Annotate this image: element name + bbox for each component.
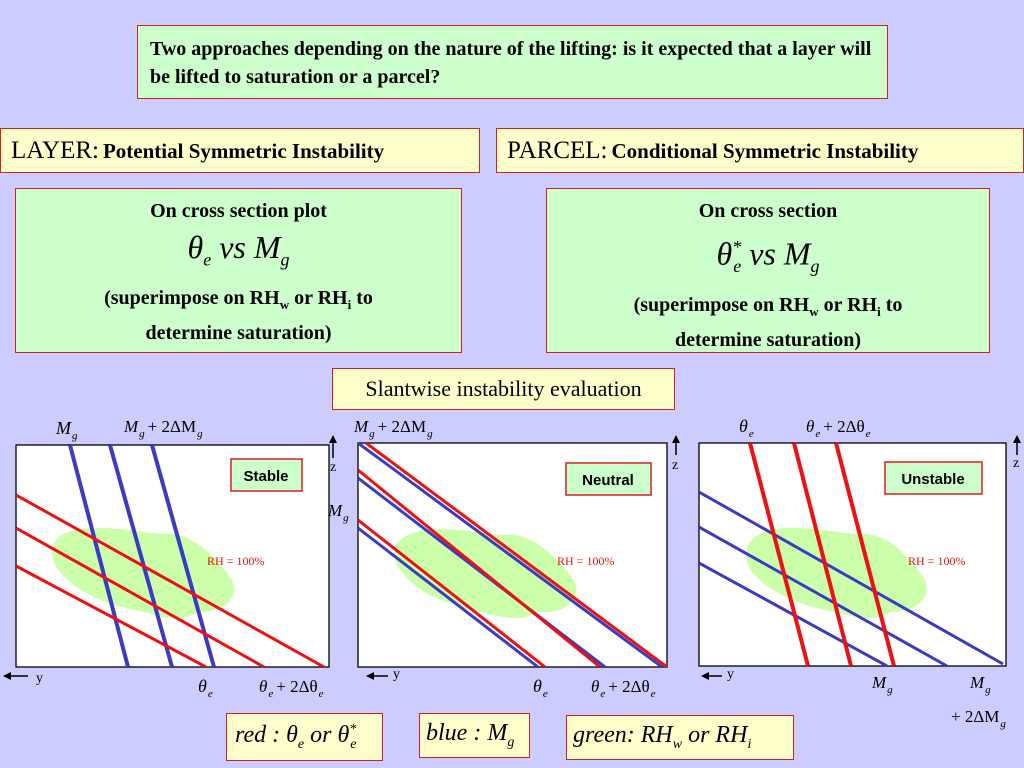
neutral-label-box: [565, 462, 652, 496]
rh-region: [394, 529, 576, 619]
z-axis-arrow-icon: [672, 435, 680, 443]
mg-line: [150, 445, 216, 667]
rh-region: [746, 527, 927, 619]
top-left-label: Mg: [55, 418, 78, 442]
parcel-header: PARCEL: Conditional Symmetric Instabilit…: [496, 128, 1024, 173]
stable-label-box: [230, 458, 303, 492]
bottom-a-label: θe: [198, 676, 213, 700]
theta-line: [748, 443, 810, 666]
y-label: y: [727, 667, 734, 682]
theta-line: [16, 526, 265, 667]
bottom-c-label: + 2ΔMg: [951, 707, 1006, 730]
bottom-b-label: Mg: [969, 673, 991, 696]
mg-line: [358, 526, 539, 667]
theta-line: [358, 518, 546, 667]
legend-blue: blue : Mg: [419, 713, 530, 758]
layer-prefix: LAYER:: [11, 137, 99, 164]
layer-header: LAYER: Potential Symmetric Instability: [0, 128, 480, 173]
question-box: Two approaches depending on the nature o…: [137, 25, 888, 99]
rh-label: RH = 100%: [557, 554, 614, 568]
unstable-label: Unstable: [901, 471, 964, 488]
theta-line: [365, 443, 667, 667]
parcel-title: Conditional Symmetric Instability: [611, 139, 919, 163]
panel-neutral: Neutral RH = 100% z y Mg+ 2ΔMg Mg θe θe+…: [327, 417, 680, 700]
top-mid-label: θe+ 2Δθe: [806, 417, 871, 440]
layer-note: (superimpose on RHw or RHi to: [104, 287, 373, 313]
bottom-b-label: θe+ 2Δθe: [259, 677, 324, 700]
bottom-a-label: θe: [533, 676, 548, 700]
evaluation-title-box: Slantwise instability evaluation: [332, 368, 675, 410]
unstable-label-box: [884, 461, 983, 495]
z-axis-arrow-icon: [1013, 435, 1021, 443]
z-label: z: [330, 460, 336, 475]
panel-unstable-frame: [698, 442, 1007, 667]
z-label: z: [1013, 456, 1019, 471]
panel-neutral-frame: [357, 442, 668, 668]
layer-plot-heading: On cross section plot: [150, 200, 327, 222]
y-axis-arrow-icon: [366, 672, 374, 680]
stable-label: Stable: [243, 468, 288, 485]
y-label: y: [36, 671, 43, 686]
theta-line: [16, 493, 325, 667]
mg-line: [108, 445, 174, 667]
layer-note-line2: determine saturation): [145, 322, 332, 345]
neutral-label: Neutral: [582, 472, 634, 489]
panel-unstable: Unstable RH = 100% z y θe θe+ 2Δθe Mg Mg…: [698, 416, 1021, 730]
y-axis-arrow-icon: [3, 672, 11, 680]
theta-line: [792, 443, 853, 666]
top-mid-label: Mg+ 2ΔMg: [353, 417, 433, 440]
rh-region: [51, 527, 234, 619]
mg-line: [699, 490, 1004, 666]
z-label: z: [672, 458, 678, 473]
mg-line: [699, 561, 888, 666]
mg-line: [699, 525, 948, 666]
theta-line: [358, 468, 601, 667]
mg-line: [358, 476, 606, 667]
parcel-info-box: On cross section θ*e vs Mg (superimpose …: [546, 188, 990, 353]
bottom-b-label: θe+ 2Δθe: [591, 677, 656, 700]
legend-green: green: RHw or RHi: [566, 715, 794, 760]
parcel-formula: θ*e vs Mg: [716, 235, 820, 277]
rh-label: RH = 100%: [908, 554, 965, 568]
mg-line: [68, 445, 130, 667]
layer-info-box: On cross section plot θe vs Mg (superimp…: [15, 188, 462, 353]
y-axis-arrow-icon: [701, 672, 709, 680]
top-left-label: θe: [739, 416, 754, 440]
parcel-note: (superimpose on RHw or RHi to: [633, 294, 903, 320]
z-axis-arrow-icon: [329, 435, 337, 443]
parcel-prefix: PARCEL:: [507, 137, 608, 164]
rh-label: RH = 100%: [207, 554, 264, 568]
top-mid-label: Mg+ 2ΔMg: [123, 417, 203, 440]
mg-line: [358, 443, 663, 667]
parcel-plot-heading: On cross section: [698, 200, 838, 222]
question-text: Two approaches depending on the nature o…: [150, 38, 872, 88]
theta-line: [834, 443, 896, 666]
parcel-note-line2: determine saturation): [674, 329, 862, 352]
bottom-a-label: Mg: [871, 673, 893, 696]
side-M-label: Mg: [327, 501, 349, 524]
legend-red: red : θe or θ*e: [226, 713, 383, 761]
layer-title: Potential Symmetric Instability: [102, 139, 385, 163]
panel-stable-frame: [15, 444, 330, 668]
theta-line: [16, 564, 207, 667]
layer-formula: θe vs Mg: [187, 229, 290, 270]
evaluation-title: Slantwise instability evaluation: [365, 376, 642, 401]
panel-stable: Stable RH = 100% z y Mg Mg+ 2ΔMg θe θe+ …: [3, 417, 337, 700]
y-label: y: [393, 667, 400, 682]
